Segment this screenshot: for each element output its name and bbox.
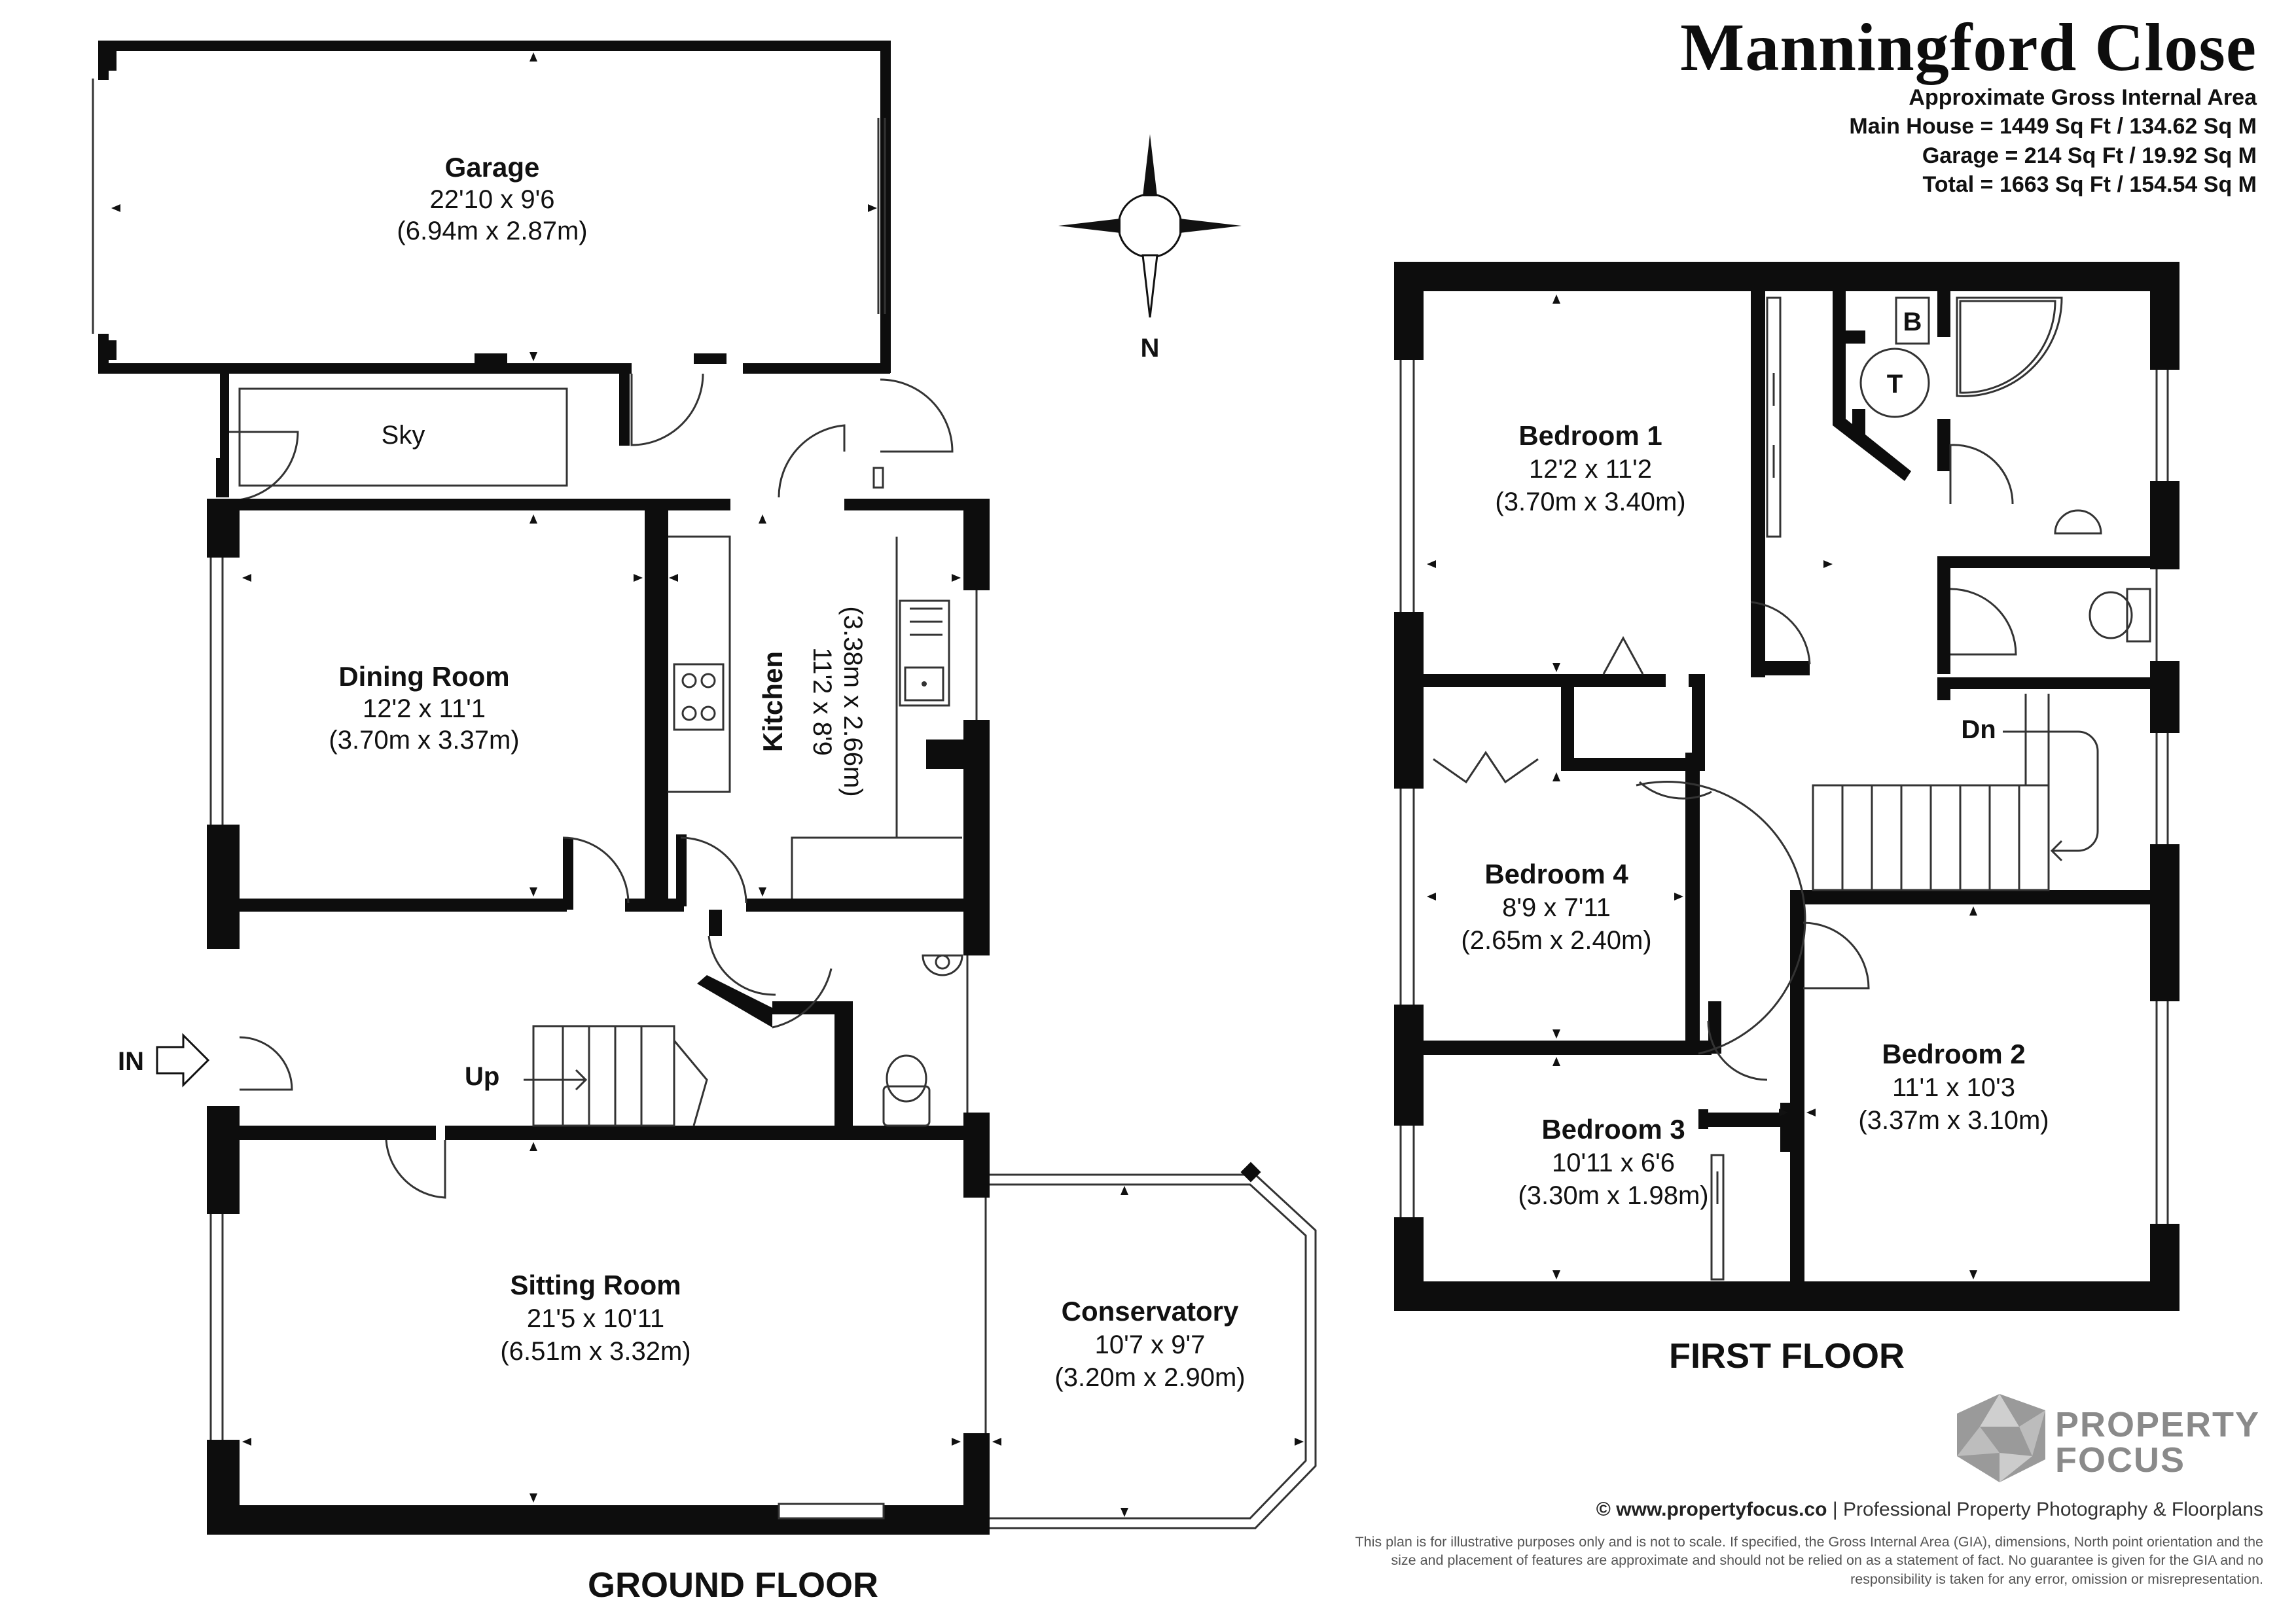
logo-line-2: FOCUS: [2055, 1440, 2185, 1480]
garage-label: Garage 22'10 x 9'6 (6.94m x 2.87m): [397, 152, 587, 245]
bedroom-1-name: Bedroom 1: [1518, 420, 1662, 451]
property-focus-logo-icon: [1957, 1394, 2045, 1482]
website-link[interactable]: © www.propertyfocus.co: [1596, 1499, 1827, 1520]
ground-wc: [772, 954, 963, 1127]
bedroom-1-metric: (3.70m x 3.40m): [1495, 488, 1685, 516]
sink-icon: [899, 599, 950, 707]
stairs-down-label: Dn: [1961, 715, 1996, 744]
title-block: Manningford Close Approximate Gross Inte…: [1680, 12, 2257, 199]
first-floor-plan: Bedroom 1 12'2 x 11'2 (3.70m x 3.40m) B …: [1394, 262, 2179, 1376]
area-main-house: Main House = 1449 Sq Ft / 134.62 Sq M: [1849, 114, 2257, 139]
wc-cistern: [2126, 588, 2151, 643]
compass-north-label: N: [1141, 334, 1160, 363]
first-floor-wc: [1950, 588, 2151, 656]
shower-tray: [1956, 296, 2063, 397]
hall-and-stairs: Up IN: [118, 1025, 708, 1199]
bathroom-basin-icon: [2054, 509, 2102, 535]
garage-metric: (6.94m x 2.87m): [397, 217, 587, 245]
conservatory: Conservatory 10'7 x 9'7 (3.20m x 2.90m): [984, 1162, 1317, 1529]
bedroom-3-wardrobe: [1710, 1154, 1725, 1281]
ground-floor-walls: [207, 499, 990, 1535]
sitting-room-imperial: 21'5 x 10'11: [527, 1304, 664, 1333]
bathroom: B T: [1859, 296, 2102, 535]
first-floor-label: FIRST FLOOR: [1669, 1336, 1905, 1376]
bedroom-3-name: Bedroom 3: [1541, 1114, 1685, 1145]
garage-door-arc: [619, 373, 704, 446]
boiler-label: B: [1903, 308, 1922, 336]
basin-icon: [922, 954, 963, 976]
bedroom-4: Bedroom 4 8'9 x 7'11 (2.65m x 2.40m): [1427, 751, 1683, 1039]
ground-floor-plan: Garage 22'10 x 9'6 (6.94m x 2.87m) Sky: [92, 41, 1317, 1605]
conservatory-imperial: 10'7 x 9'7: [1095, 1330, 1206, 1359]
credit-line: © www.propertyfocus.co | Professional Pr…: [1347, 1499, 2263, 1521]
logo-line-1: PROPERTY: [2055, 1405, 2261, 1444]
bedroom-4-metric: (2.65m x 2.40m): [1461, 926, 1651, 955]
kitchen-metric: (3.38m x 2.66m): [838, 606, 867, 796]
skylight: [238, 387, 568, 487]
bedroom-1: Bedroom 1 12'2 x 11'2 (3.70m x 3.40m): [1427, 294, 1833, 675]
conservatory-name: Conservatory: [1062, 1296, 1239, 1327]
side-passage: Sky: [216, 373, 954, 502]
kitchen-name: Kitchen: [757, 651, 788, 752]
sitting-room-name: Sitting Room: [510, 1270, 681, 1300]
toilet-icon: [882, 1085, 931, 1127]
landing-stairs: Dn: [1636, 694, 2099, 1081]
dining-room: Dining Room 12'2 x 11'1 (3.70m x 3.37m): [242, 514, 643, 904]
bedroom-4-name: Bedroom 4: [1484, 859, 1628, 889]
bedroom-2-metric: (3.37m x 3.10m): [1858, 1106, 2049, 1135]
disclaimer: This plan is for illustrative purposes o…: [1355, 1534, 2263, 1587]
hob-icon: [673, 663, 725, 731]
bedroom-3-metric: (3.30m x 1.98m): [1518, 1181, 1708, 1210]
front-windows: [209, 558, 978, 1520]
bedroom-2: Bedroom 2 11'1 x 10'3 (3.37m x 3.10m): [1806, 906, 2049, 1279]
garage-imperial: 22'10 x 9'6: [430, 185, 555, 214]
bedroom-2-name: Bedroom 2: [1882, 1039, 2025, 1069]
garage-walls: [92, 41, 891, 374]
conservatory-metric: (3.20m x 2.90m): [1054, 1363, 1245, 1392]
area-subtitle: Approximate Gross Internal Area: [1909, 85, 2257, 111]
tank-label: T: [1887, 370, 1903, 399]
stairs-up-label: Up: [465, 1062, 499, 1091]
bedroom-2-imperial: 11'1 x 10'3: [1892, 1073, 2015, 1102]
bedroom-3: Bedroom 3 10'11 x 6'6 (3.30m x 1.98m): [1518, 1057, 1788, 1281]
kitchen: Kitchen 11'2 x 8'9 (3.38m x 2.66m): [668, 514, 962, 996]
area-garage: Garage = 214 Sq Ft / 19.92 Sq M: [1922, 143, 2257, 168]
dining-room-name: Dining Room: [338, 661, 509, 692]
bedroom-4-imperial: 8'9 x 7'11: [1502, 893, 1611, 922]
area-total: Total = 1663 Sq Ft / 154.54 Sq M: [1922, 171, 2257, 197]
logo-wordmark: PROPERTY FOCUS: [2055, 1407, 2260, 1478]
boiler: [1895, 296, 1930, 345]
garage-name: Garage: [445, 152, 540, 183]
north-compass: N: [1058, 134, 1242, 363]
skylight-label: Sky: [382, 421, 425, 450]
bedroom-3-imperial: 10'11 x 6'6: [1552, 1149, 1675, 1177]
wardrobe: [1766, 296, 1782, 538]
dining-room-imperial: 12'2 x 11'1: [363, 694, 486, 723]
water-tank: [1859, 348, 1930, 418]
sitting-room: Sitting Room 21'5 x 10'11 (6.51m x 3.32m…: [242, 1142, 961, 1503]
page-title: Manningford Close: [1680, 10, 2257, 85]
tagline: | Professional Property Photography & Fl…: [1832, 1499, 2263, 1520]
first-floor-windows: [1399, 360, 2169, 1224]
entrance-label: IN: [118, 1047, 144, 1076]
sitting-room-metric: (6.51m x 3.32m): [500, 1337, 691, 1366]
first-floor-walls: [1394, 262, 2179, 1311]
garage-dimension-markers: [111, 52, 877, 361]
bedroom-1-imperial: 12'2 x 11'2: [1529, 455, 1652, 484]
dining-room-metric: (3.70m x 3.37m): [329, 726, 519, 755]
kitchen-imperial: 11'2 x 8'9: [808, 647, 836, 756]
footer: © www.propertyfocus.co | Professional Pr…: [1347, 1499, 2263, 1588]
entrance-arrow: [156, 1033, 210, 1088]
stairs-ground: [524, 1025, 708, 1127]
ground-floor-label: GROUND FLOOR: [588, 1565, 878, 1605]
